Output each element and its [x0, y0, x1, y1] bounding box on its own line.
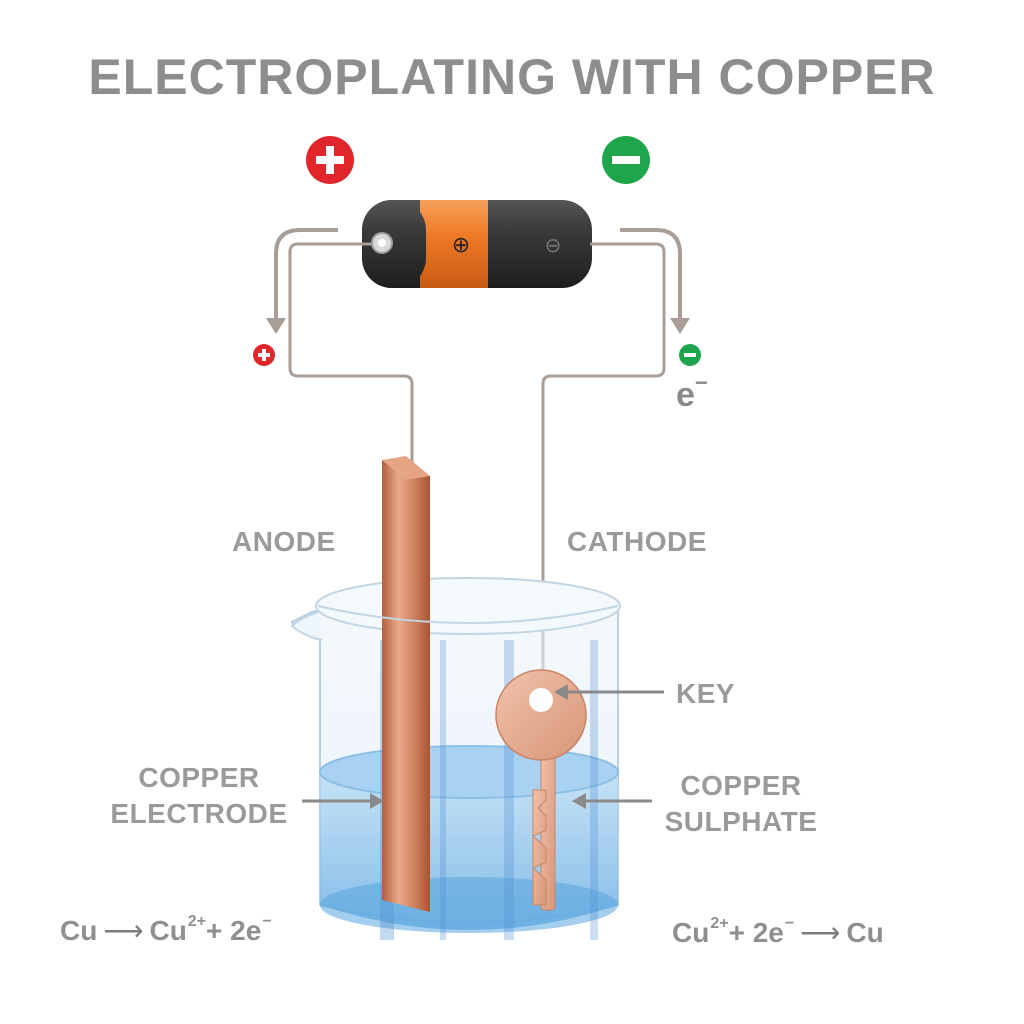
anode-eq-charge: 2+	[187, 913, 207, 930]
cathode-eq-charge: 2+	[710, 915, 729, 932]
negative-marker	[679, 344, 701, 366]
battery	[362, 200, 592, 288]
copper-sulphate-label-line2: SULPHATE	[664, 806, 818, 837]
positive-terminal-sign	[306, 136, 354, 184]
copper-sulphate-label-line1: COPPER	[680, 770, 802, 801]
cathode-eq-rest: + 2e	[728, 917, 784, 948]
key-label: KEY	[676, 678, 736, 709]
copper-sulphate-label: COPPER SULPHATE	[656, 768, 826, 840]
electron-charge: −	[694, 370, 708, 395]
copper-electrode-label-line2: ELECTRODE	[110, 798, 288, 829]
battery-plus-mark: ⊕	[452, 233, 470, 258]
cathode-eq-ion: Cu	[672, 917, 710, 948]
anode-eq-electron-charge: −	[262, 913, 272, 930]
anode-label: ANODE	[232, 526, 336, 557]
battery-minus-mark: ⊖	[545, 233, 562, 257]
cathode-eq-product: Cu	[846, 917, 884, 948]
diagram-title: ELECTROPLATING WITH COPPER	[88, 49, 936, 105]
electron-label: e−	[676, 370, 708, 415]
current-arrow-left	[266, 228, 338, 334]
electron-symbol: e	[676, 376, 695, 414]
anode-eq-ion: Cu	[149, 915, 187, 946]
reaction-arrow-icon: ⟶	[800, 917, 841, 948]
anode-wire	[288, 242, 414, 470]
cathode-eq-electron-charge: −	[784, 915, 795, 932]
cathode-equation: Cu2++ 2e−⟶Cu	[672, 906, 884, 951]
negative-terminal-sign	[602, 136, 650, 184]
copper-electrode-label-line1: COPPER	[138, 762, 260, 793]
anode-eq-rest: + 2e	[206, 915, 262, 946]
beaker-rim	[317, 605, 619, 624]
copper-electrode	[382, 456, 430, 912]
sulphate-pointer	[572, 793, 652, 809]
anode-equation: Cu⟶Cu2++ 2e−	[60, 904, 272, 949]
current-arrow-right	[620, 228, 690, 334]
reaction-arrow-icon: ⟶	[103, 915, 144, 946]
cathode-wire	[541, 242, 666, 686]
key-pointer	[554, 684, 664, 700]
copper-electrode-label: COPPER ELECTRODE	[104, 760, 294, 832]
cathode-label: CATHODE	[567, 526, 707, 557]
anode-eq-reactant: Cu	[60, 915, 98, 946]
positive-marker	[253, 344, 275, 366]
electrode-pointer	[302, 793, 384, 809]
